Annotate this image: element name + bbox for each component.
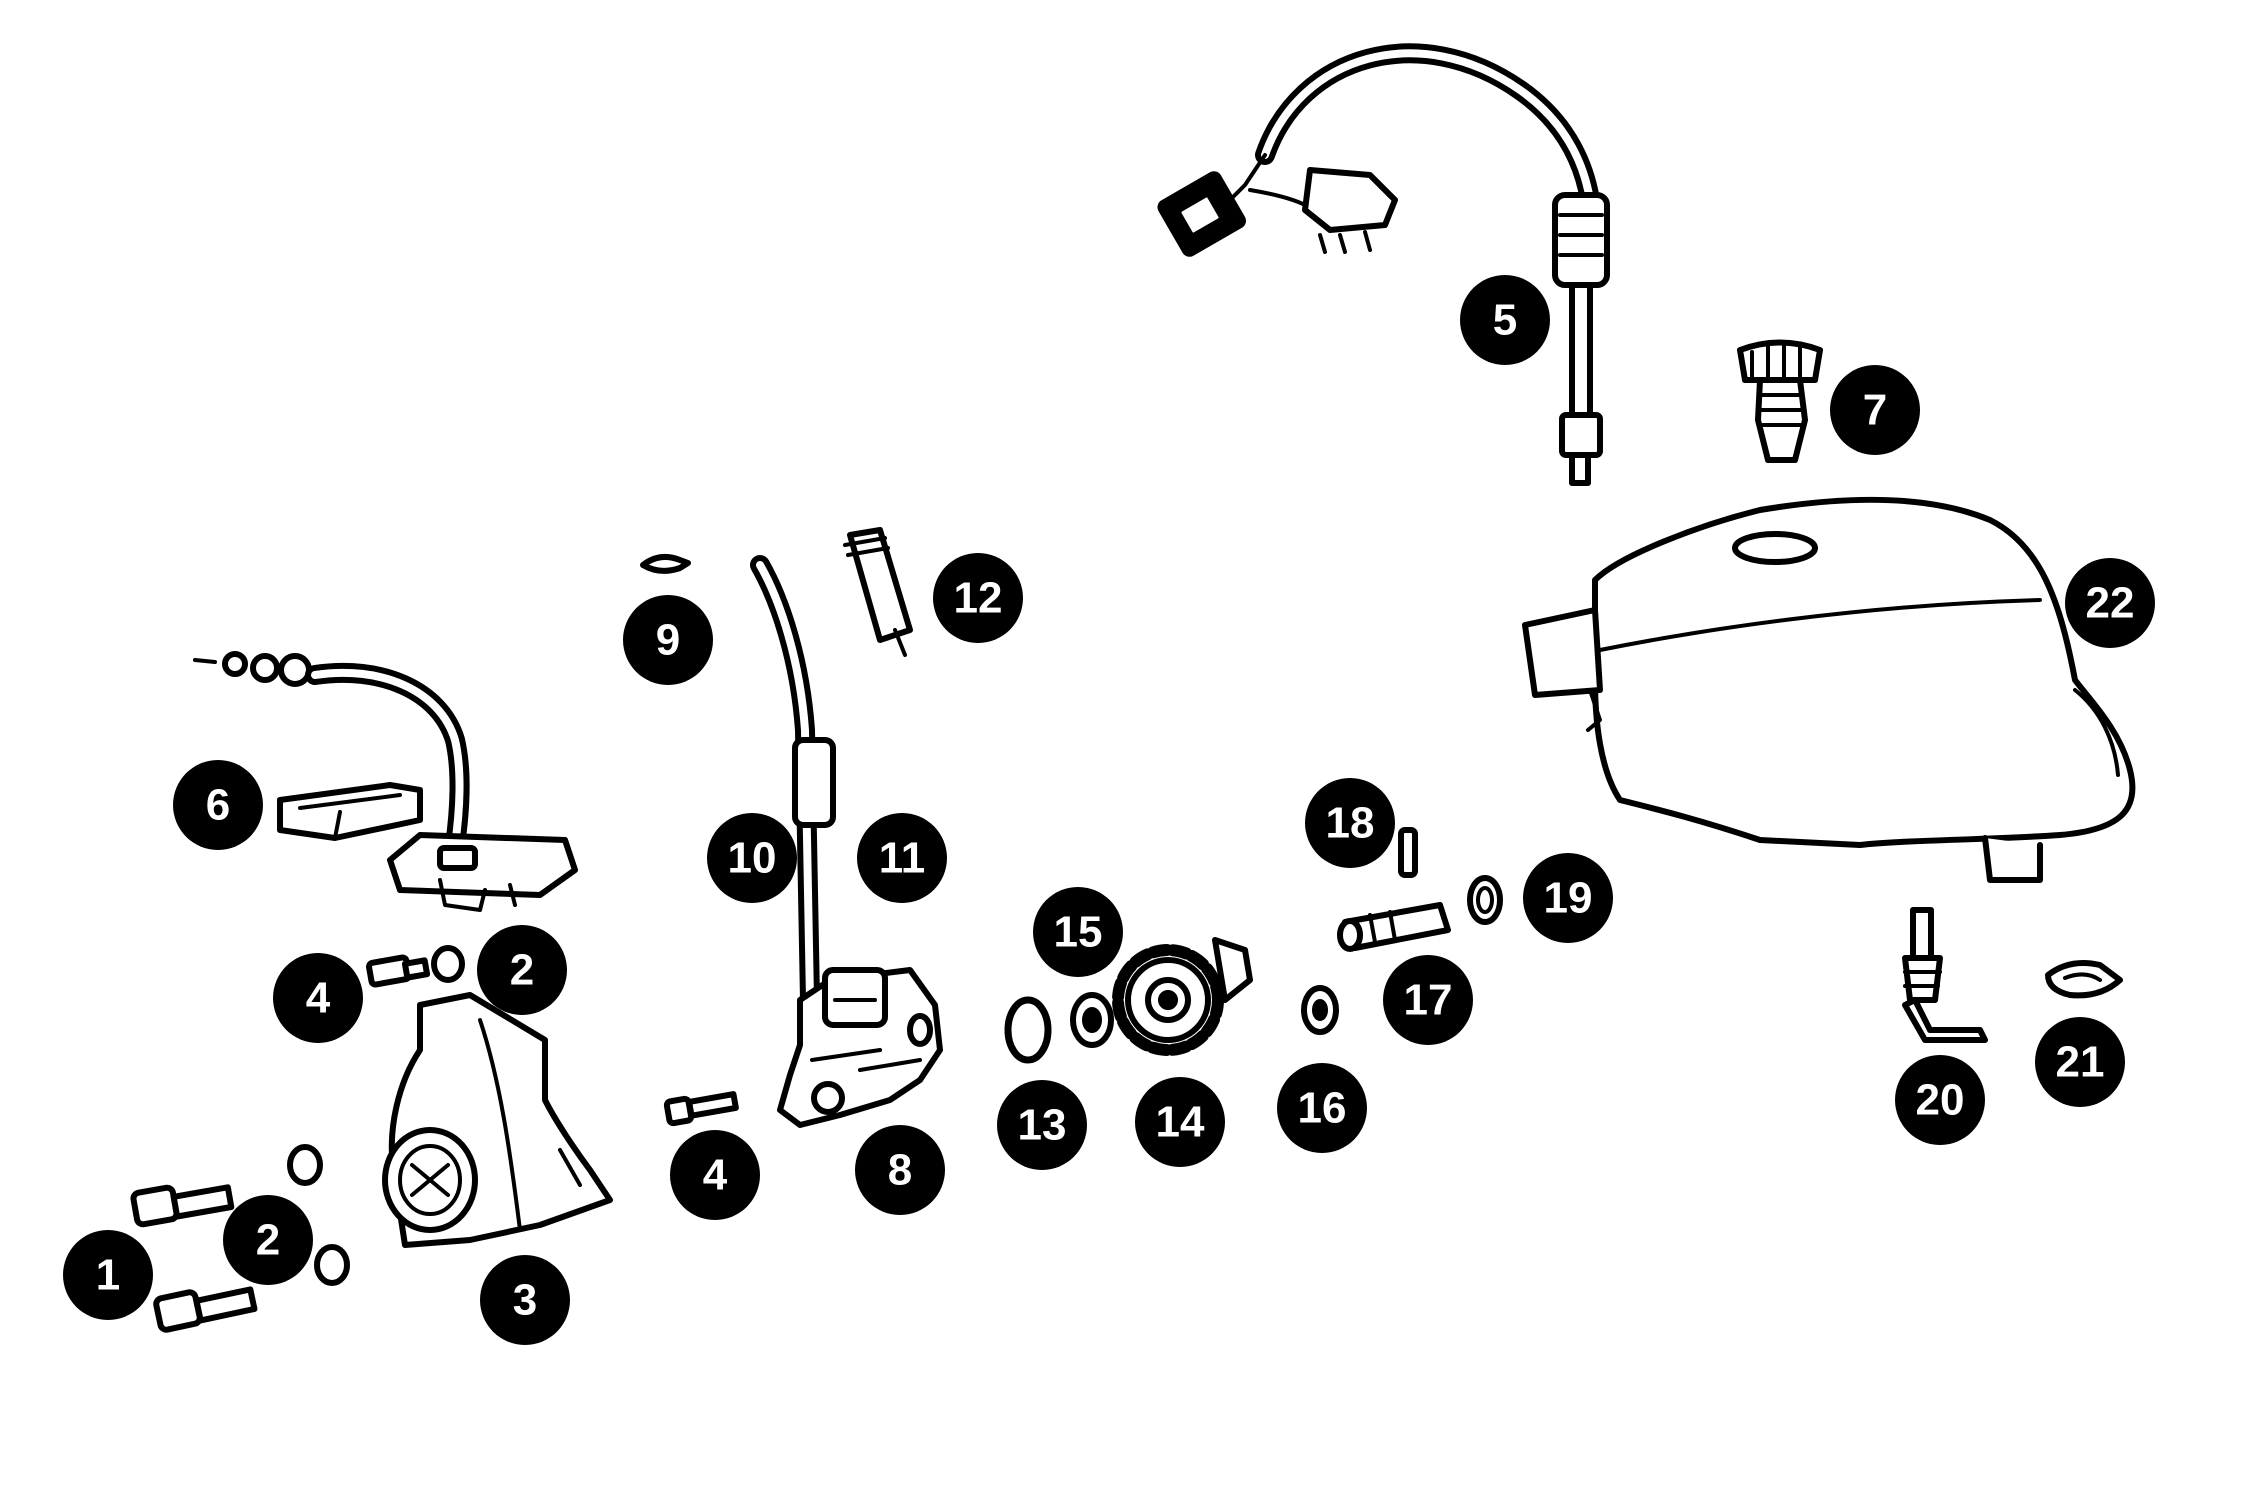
part-6-choke-cable bbox=[193, 651, 578, 912]
callout-19-badge bbox=[1523, 853, 1613, 943]
callout-11-badge bbox=[857, 813, 947, 903]
callout-4-lower-badge bbox=[670, 1130, 760, 1220]
part-16-washer bbox=[1301, 985, 1339, 1035]
callout-18-number: 18 bbox=[1326, 799, 1375, 848]
part-5-cable-switch bbox=[1157, 43, 1610, 486]
callout-1-number: 1 bbox=[96, 1251, 120, 1300]
callout-2-upper: 2 bbox=[477, 925, 567, 1015]
part-1-bolts bbox=[130, 1184, 258, 1333]
callout-8: 8 bbox=[855, 1125, 945, 1215]
callout-13-badge bbox=[997, 1080, 1087, 1170]
callout-8-number: 8 bbox=[888, 1146, 912, 1195]
callout-12-badge bbox=[933, 553, 1023, 643]
callout-19-number: 19 bbox=[1544, 874, 1593, 923]
callout-13: 13 bbox=[997, 1080, 1087, 1170]
callout-2-lower-number: 2 bbox=[256, 1216, 280, 1265]
callout-7-number: 7 bbox=[1863, 386, 1887, 435]
callout-9-badge bbox=[623, 595, 713, 685]
callout-10-badge bbox=[707, 813, 797, 903]
callout-6-number: 6 bbox=[206, 781, 230, 830]
callout-7: 7 bbox=[1830, 365, 1920, 455]
part-21-clip bbox=[2045, 960, 2123, 999]
callout-5-number: 5 bbox=[1493, 296, 1517, 345]
callout-7-badge bbox=[1830, 365, 1920, 455]
part-9-pin bbox=[640, 553, 691, 574]
callout-17-badge bbox=[1383, 955, 1473, 1045]
callout-22-number: 22 bbox=[2086, 579, 2135, 628]
callout-12-number: 12 bbox=[954, 574, 1003, 623]
callout-1: 1 bbox=[63, 1230, 153, 1320]
callout-13-number: 13 bbox=[1018, 1101, 1067, 1150]
callout-21: 21 bbox=[2035, 1017, 2125, 1107]
part-19-ring bbox=[1467, 875, 1503, 925]
part-8-oil-pump bbox=[777, 967, 943, 1128]
part-13-o-ring bbox=[1004, 996, 1052, 1064]
callout-20-badge bbox=[1895, 1055, 1985, 1145]
callout-2-lower-badge bbox=[223, 1195, 313, 1285]
part-18-pin bbox=[1398, 827, 1418, 878]
callout-14-badge bbox=[1135, 1077, 1225, 1167]
callout-4-lower: 4 bbox=[670, 1130, 760, 1220]
callout-17-number: 17 bbox=[1404, 976, 1453, 1025]
part-2-washers-lower bbox=[287, 1144, 350, 1286]
callout-10: 10 bbox=[707, 813, 797, 903]
callout-11-number: 11 bbox=[879, 834, 926, 883]
callout-16: 16 bbox=[1277, 1063, 1367, 1153]
part-7-filler-cap bbox=[1737, 339, 1823, 463]
callout-16-badge bbox=[1277, 1063, 1367, 1153]
callout-2-upper-badge bbox=[477, 925, 567, 1015]
callout-4-upper-badge bbox=[273, 953, 363, 1043]
callout-18: 18 bbox=[1305, 778, 1395, 868]
part-17-shaft bbox=[1337, 902, 1451, 952]
part-12-sleeve bbox=[843, 527, 913, 657]
callout-20: 20 bbox=[1895, 1055, 1985, 1145]
callout-8-badge bbox=[855, 1125, 945, 1215]
callout-10-number: 10 bbox=[728, 834, 777, 883]
callout-14: 14 bbox=[1135, 1077, 1225, 1167]
callout-19: 19 bbox=[1523, 853, 1613, 943]
callout-4-upper: 4 bbox=[273, 953, 363, 1043]
callout-14-number: 14 bbox=[1156, 1098, 1205, 1147]
callout-20-number: 20 bbox=[1916, 1076, 1965, 1125]
callout-22-badge bbox=[2065, 558, 2155, 648]
callout-4-lower-number: 4 bbox=[703, 1151, 728, 1200]
callout-3: 3 bbox=[480, 1255, 570, 1345]
callout-9-number: 9 bbox=[656, 616, 680, 665]
callout-5-badge bbox=[1460, 275, 1550, 365]
callout-5: 5 bbox=[1460, 275, 1550, 365]
callout-21-badge bbox=[2035, 1017, 2125, 1107]
callout-17: 17 bbox=[1383, 955, 1473, 1045]
callout-15-badge bbox=[1033, 887, 1123, 977]
callout-1-badge bbox=[63, 1230, 153, 1320]
part-14-gear bbox=[1112, 937, 1253, 1056]
part-15-seal bbox=[1070, 992, 1114, 1048]
callout-15: 15 bbox=[1033, 887, 1123, 977]
callout-11: 11 bbox=[857, 813, 947, 903]
callout-16-number: 16 bbox=[1298, 1084, 1347, 1133]
callout-21-number: 21 bbox=[2056, 1038, 2105, 1087]
part-4-screw-lower bbox=[663, 1091, 739, 1127]
callout-3-badge bbox=[480, 1255, 570, 1345]
callout-6: 6 bbox=[173, 760, 263, 850]
callout-15-number: 15 bbox=[1054, 908, 1103, 957]
callout-18-badge bbox=[1305, 778, 1395, 868]
callout-4-upper-number: 4 bbox=[306, 974, 331, 1023]
callout-2-upper-number: 2 bbox=[510, 946, 534, 995]
part-3-cover bbox=[382, 992, 613, 1248]
part-22-fuel-tank bbox=[1522, 496, 2136, 883]
part-20-fuel-tap bbox=[1902, 907, 1988, 1043]
callout-2-lower: 2 bbox=[223, 1195, 313, 1285]
callout-12: 12 bbox=[933, 553, 1023, 643]
callout-3-number: 3 bbox=[513, 1276, 537, 1325]
part-4-bolt-upper bbox=[366, 954, 431, 988]
callout-22: 22 bbox=[2065, 558, 2155, 648]
part-10-11-pump-cable bbox=[750, 555, 836, 1010]
part-2-washer-upper bbox=[431, 945, 465, 983]
callout-6-badge bbox=[173, 760, 263, 850]
callout-9: 9 bbox=[623, 595, 713, 685]
